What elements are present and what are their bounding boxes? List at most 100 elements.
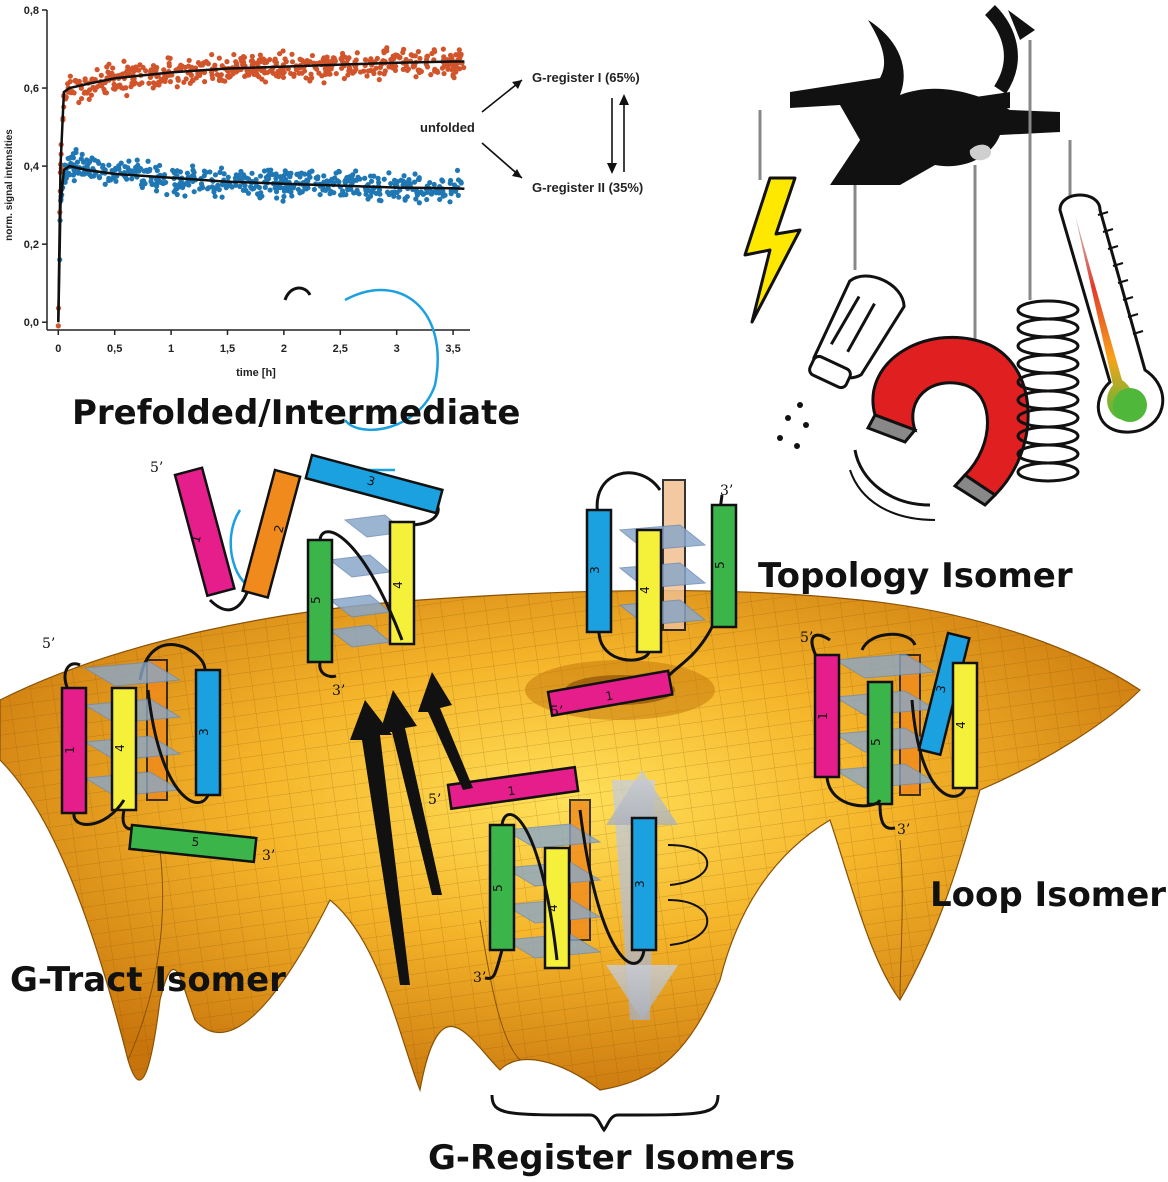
data-point (450, 73, 456, 79)
strand-end-label: 3’ (897, 822, 910, 838)
label-g-register: G-Register Isomers (428, 1138, 796, 1178)
strand-4 (635, 528, 663, 654)
data-point (245, 190, 252, 196)
data-point (140, 178, 147, 184)
data-point (89, 77, 95, 83)
data-point (382, 68, 388, 74)
data-point (102, 181, 108, 187)
data-point (233, 182, 239, 188)
data-point (70, 155, 77, 161)
data-point (176, 65, 182, 71)
x-tick-label: 2 (281, 343, 287, 355)
data-point (146, 80, 152, 86)
data-point (461, 64, 467, 71)
data-point (193, 65, 199, 71)
data-point (388, 180, 394, 187)
data-point (400, 182, 406, 188)
data-point (295, 186, 301, 193)
data-point (96, 174, 102, 180)
data-point (224, 59, 230, 65)
data-point (134, 157, 140, 163)
data-point (216, 187, 222, 193)
data-point (171, 189, 177, 195)
data-point (357, 176, 363, 182)
data-point (250, 68, 256, 74)
data-point (416, 69, 423, 76)
magnet-icon (849, 335, 1030, 521)
data-point (412, 171, 418, 177)
data-point (98, 72, 104, 78)
data-point (299, 70, 305, 76)
data-point (431, 181, 437, 188)
data-point (376, 179, 382, 185)
label-g-tract: G-Tract Isomer (10, 960, 286, 1000)
strand-4 (110, 686, 138, 812)
data-point (128, 84, 134, 90)
data-point (257, 59, 263, 65)
strand-end-label: 5’ (150, 460, 163, 476)
data-point (249, 53, 255, 59)
data-point (345, 187, 351, 193)
data-point (96, 160, 102, 166)
data-point (161, 67, 167, 73)
data-point (209, 72, 215, 78)
data-point (201, 173, 207, 179)
data-point (454, 167, 461, 174)
data-point (403, 56, 409, 63)
data-point (174, 84, 180, 90)
strand-end-label: 3’ (720, 483, 733, 499)
data-point (199, 185, 206, 191)
data-point (401, 173, 407, 179)
scheme-unfolded: unfolded (420, 120, 475, 135)
data-point (172, 182, 178, 188)
data-point (237, 183, 243, 190)
data-point (176, 184, 182, 190)
strand-end-label: 5’ (550, 704, 563, 720)
data-point (74, 159, 81, 165)
x-axis-label: time [h] (236, 367, 276, 379)
y-tick-label: 0,4 (24, 161, 40, 173)
data-point (126, 168, 132, 174)
data-point (242, 183, 248, 189)
data-point (257, 195, 263, 201)
data-point (431, 47, 437, 53)
data-point (190, 163, 196, 169)
strand-number: 4 (638, 586, 652, 594)
data-point (440, 188, 446, 194)
data-point (184, 180, 190, 186)
data-point (434, 68, 440, 74)
data-point (233, 59, 239, 65)
data-point (125, 70, 131, 77)
data-point (122, 163, 128, 170)
data-point (125, 64, 131, 70)
data-point (351, 69, 358, 75)
strand-number: 1 (63, 746, 77, 754)
scheme-g-register-2: G-register II (35%) (532, 180, 643, 195)
strand-number: 5 (869, 738, 883, 746)
data-point (214, 72, 220, 78)
data-point (225, 174, 231, 180)
y-tick-label: 0,6 (24, 83, 39, 95)
data-point (370, 68, 377, 74)
data-point (211, 189, 217, 195)
data-point (273, 189, 280, 195)
data-point (340, 191, 347, 197)
data-point (361, 68, 367, 74)
data-point (378, 198, 384, 204)
strand-end-label: 3’ (473, 970, 486, 986)
data-point (375, 175, 381, 181)
data-point (106, 177, 112, 184)
data-point (346, 55, 352, 61)
data-point (238, 55, 244, 62)
data-point (391, 193, 397, 199)
data-point (201, 168, 207, 174)
loop-structure (810, 631, 979, 830)
data-point (124, 93, 130, 99)
data-point (82, 89, 88, 95)
data-point (389, 189, 395, 195)
data-point (319, 73, 325, 79)
data-point (290, 185, 297, 191)
data-point (404, 194, 410, 200)
data-point (109, 70, 115, 76)
